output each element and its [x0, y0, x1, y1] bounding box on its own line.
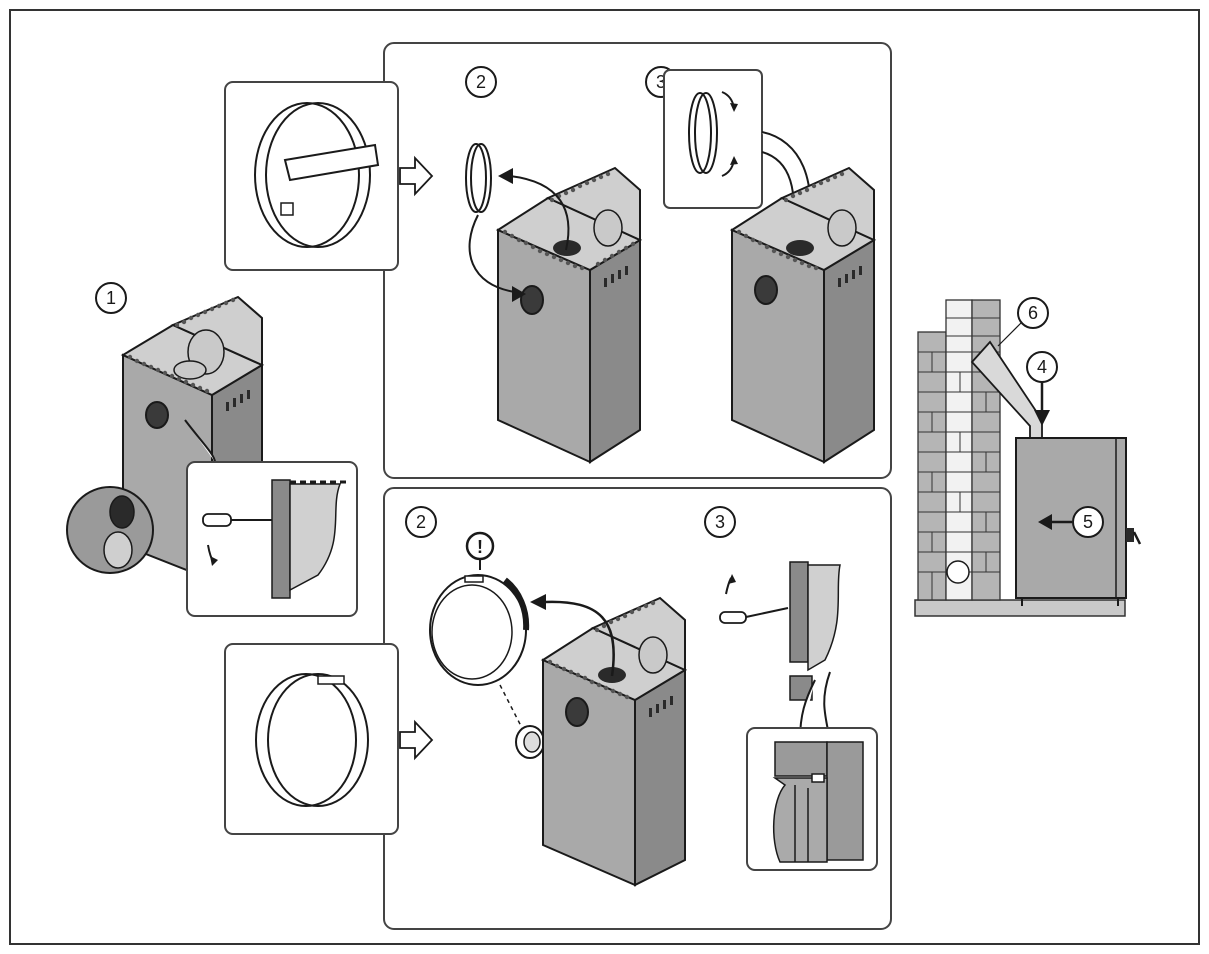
flue-plug	[515, 725, 545, 759]
rotate-arrow-icon	[468, 168, 570, 302]
step-4-label: 4	[1037, 357, 1047, 377]
brick-chimney	[917, 299, 1001, 601]
stove-side-view	[1015, 437, 1142, 606]
latch-detail-box	[746, 727, 878, 871]
step-1-badge: 1	[95, 282, 127, 314]
flue-cover-disk	[429, 574, 530, 686]
step-5-badge: 5	[1072, 506, 1104, 538]
flue-ring-detail-bottom	[224, 643, 399, 835]
step-5-label: 5	[1083, 512, 1093, 532]
step-2-top-label: 2	[476, 72, 486, 92]
warning-label: !	[477, 537, 483, 557]
flue-ring-removed	[465, 143, 492, 213]
screwdriver-icon	[202, 513, 272, 527]
step-3-bottom-label: 3	[715, 512, 725, 532]
flue-ring-detail-top	[224, 81, 399, 271]
step-4-badge: 4	[1026, 351, 1058, 383]
ring-rotation-detail	[663, 69, 763, 209]
step-3-bottom-badge: 3	[704, 506, 736, 538]
hollow-right-arrow-icon	[399, 155, 434, 197]
step-6-badge: 6	[1017, 297, 1049, 329]
outer-frame	[9, 9, 1200, 945]
hollow-right-arrow-icon-bottom	[399, 719, 434, 761]
step-2-bottom-label: 2	[416, 512, 426, 532]
step-3-top-label: 3	[656, 72, 666, 92]
screwdriver-icon-bottom	[719, 607, 789, 624]
stove-top-step-3	[729, 166, 877, 464]
step-6-label: 6	[1028, 303, 1038, 323]
stove-side-detail	[789, 561, 841, 741]
chimney-connection-diagram	[914, 299, 1142, 617]
knockout-detail-circle	[66, 486, 154, 574]
step-1-label: 1	[106, 288, 116, 308]
step-2-bottom-badge: 2	[405, 506, 437, 538]
screw-removal-detail	[186, 461, 358, 617]
curved-arrow-icon	[530, 594, 615, 677]
exclamation-circle-icon: !	[465, 531, 495, 570]
stove-top-step-2	[495, 166, 643, 464]
step-2-top-badge: 2	[465, 66, 497, 98]
